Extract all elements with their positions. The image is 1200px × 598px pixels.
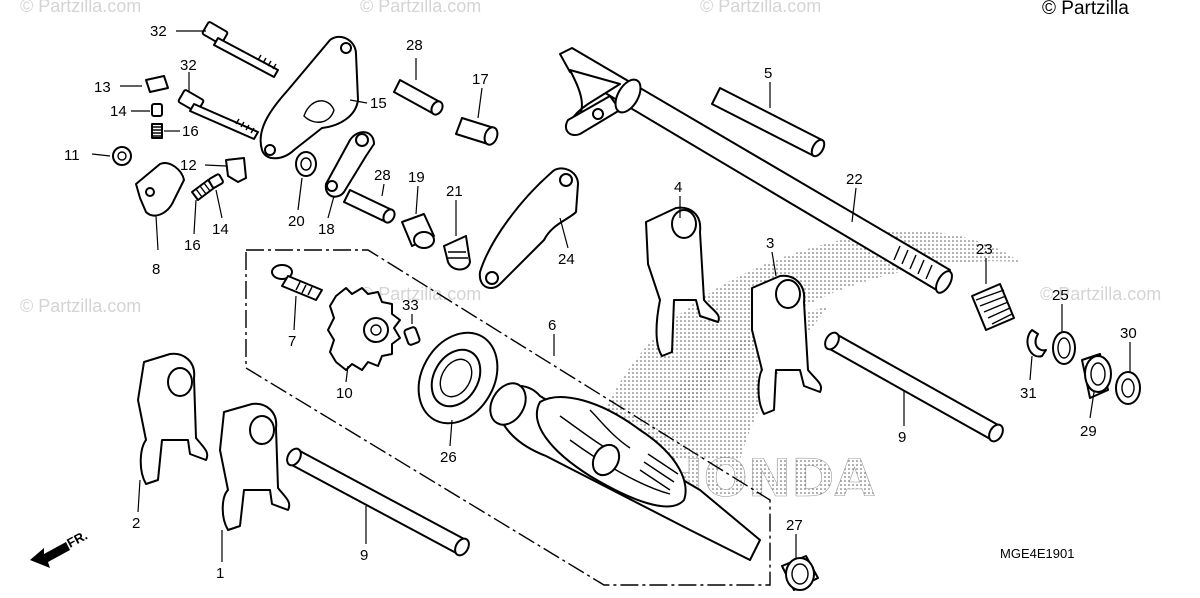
callout-label: 32: [180, 57, 197, 74]
forward-arrow-icon: FR.: [30, 528, 90, 568]
watermark-text: © Partzilla.com: [1040, 284, 1161, 304]
pin-14-lower: [208, 173, 224, 189]
shift-fork-2: [137, 352, 209, 485]
shift-fork-4: [645, 206, 720, 357]
callout-label: 12: [180, 157, 197, 174]
callout-label: 26: [440, 449, 457, 466]
callout-label: 10: [336, 385, 353, 402]
stopper-arm-8: [135, 162, 185, 217]
spring-23: [971, 283, 1015, 331]
washer-20: [295, 151, 317, 177]
callout-label: 1: [216, 565, 224, 582]
watermark-text: © Partzilla.com: [20, 296, 141, 316]
shift-fork-3: [751, 274, 822, 415]
callout-label: 14: [212, 221, 229, 238]
callout-label: 15: [370, 95, 387, 112]
fork-shaft-9-left: [286, 447, 470, 557]
shaft-5: [711, 87, 826, 158]
collar-17: [455, 117, 499, 146]
watermark-corner-text: © Partzilla: [1042, 0, 1129, 19]
callout-label: 30: [1120, 325, 1137, 342]
callout-label: 21: [446, 183, 463, 200]
fork-shaft-9-right: [824, 331, 1004, 443]
part-13: [145, 75, 169, 93]
callout-label: 16: [184, 237, 201, 254]
assembly-frame: [245, 249, 771, 586]
callout-label: 3: [766, 235, 774, 252]
callout-label: 20: [288, 213, 305, 230]
pin-28-upper: [393, 79, 444, 116]
callout-label: 11: [64, 147, 80, 164]
shift-fork-1: [219, 402, 291, 531]
watermarks: © Partzilla.com © Partzilla.com © Partzi…: [20, 0, 1161, 316]
callout-label: 2: [132, 515, 140, 532]
callout-label: 33: [402, 297, 419, 314]
watermark-text: © Partzilla.com: [360, 284, 481, 304]
circlip-31: [1026, 329, 1047, 358]
clip-12: [225, 157, 247, 183]
callout-label: 5: [764, 65, 772, 82]
drum-center-10: [327, 287, 401, 371]
needle-bearing-29: [1081, 353, 1112, 399]
bearing-26: [417, 331, 499, 425]
nut-11: [112, 146, 132, 166]
callout-label: 22: [846, 171, 863, 188]
callout-label: 28: [406, 37, 423, 54]
pin-28-lower: [343, 189, 396, 224]
roller-19: [401, 213, 435, 249]
callout-label: 27: [786, 517, 803, 534]
watermark-text: © Partzilla.com: [20, 0, 141, 16]
callout-label: 14: [110, 103, 127, 120]
callout-label: 32: [150, 23, 167, 40]
callout-label: 28: [374, 167, 391, 184]
callout-label: 9: [898, 429, 906, 446]
callout-label: 8: [152, 261, 160, 278]
callout-label: 18: [318, 221, 335, 238]
watermark-text: © Partzilla.com: [360, 0, 481, 16]
callout-label: 25: [1052, 287, 1069, 304]
callout-label: 17: [472, 71, 489, 88]
pin-14-upper: [151, 103, 163, 117]
bolt-32-upper: [201, 21, 279, 78]
spring-21: [443, 235, 471, 271]
watermark-text: © Partzilla.com: [700, 0, 821, 16]
plate-18: [324, 131, 375, 198]
plate-15: [259, 35, 359, 160]
pin-33: [403, 326, 421, 346]
bolt-32-lower: [177, 89, 259, 140]
bearing-27: [781, 555, 819, 591]
seal-30: [1115, 371, 1141, 405]
callout-label: 24: [558, 251, 575, 268]
spring-16-upper: [151, 123, 163, 139]
callout-label: 7: [288, 333, 296, 350]
diagram-code: MGE4E1901: [1000, 546, 1074, 561]
callout-label: 29: [1080, 423, 1097, 440]
callout-label: 4: [674, 179, 682, 196]
callout-label: 23: [976, 241, 993, 258]
bolt-7: [271, 264, 323, 301]
shift-drum-6: [489, 382, 761, 561]
callout-label: 16: [182, 123, 199, 140]
shift-shaft-22: [559, 47, 953, 294]
shift-arm-24: [478, 167, 579, 289]
leader-lines: [91, 30, 1131, 562]
callout-label: 31: [1020, 385, 1037, 402]
callout-label: 6: [548, 317, 556, 334]
callout-label: 9: [360, 547, 368, 564]
callout-numbers: 32 32 13 14 16 11 12 8 16 14 15 20 18 28…: [64, 23, 1137, 582]
washer-25: [1052, 331, 1076, 365]
callout-label: 13: [94, 79, 111, 96]
callout-label: 19: [408, 169, 425, 186]
